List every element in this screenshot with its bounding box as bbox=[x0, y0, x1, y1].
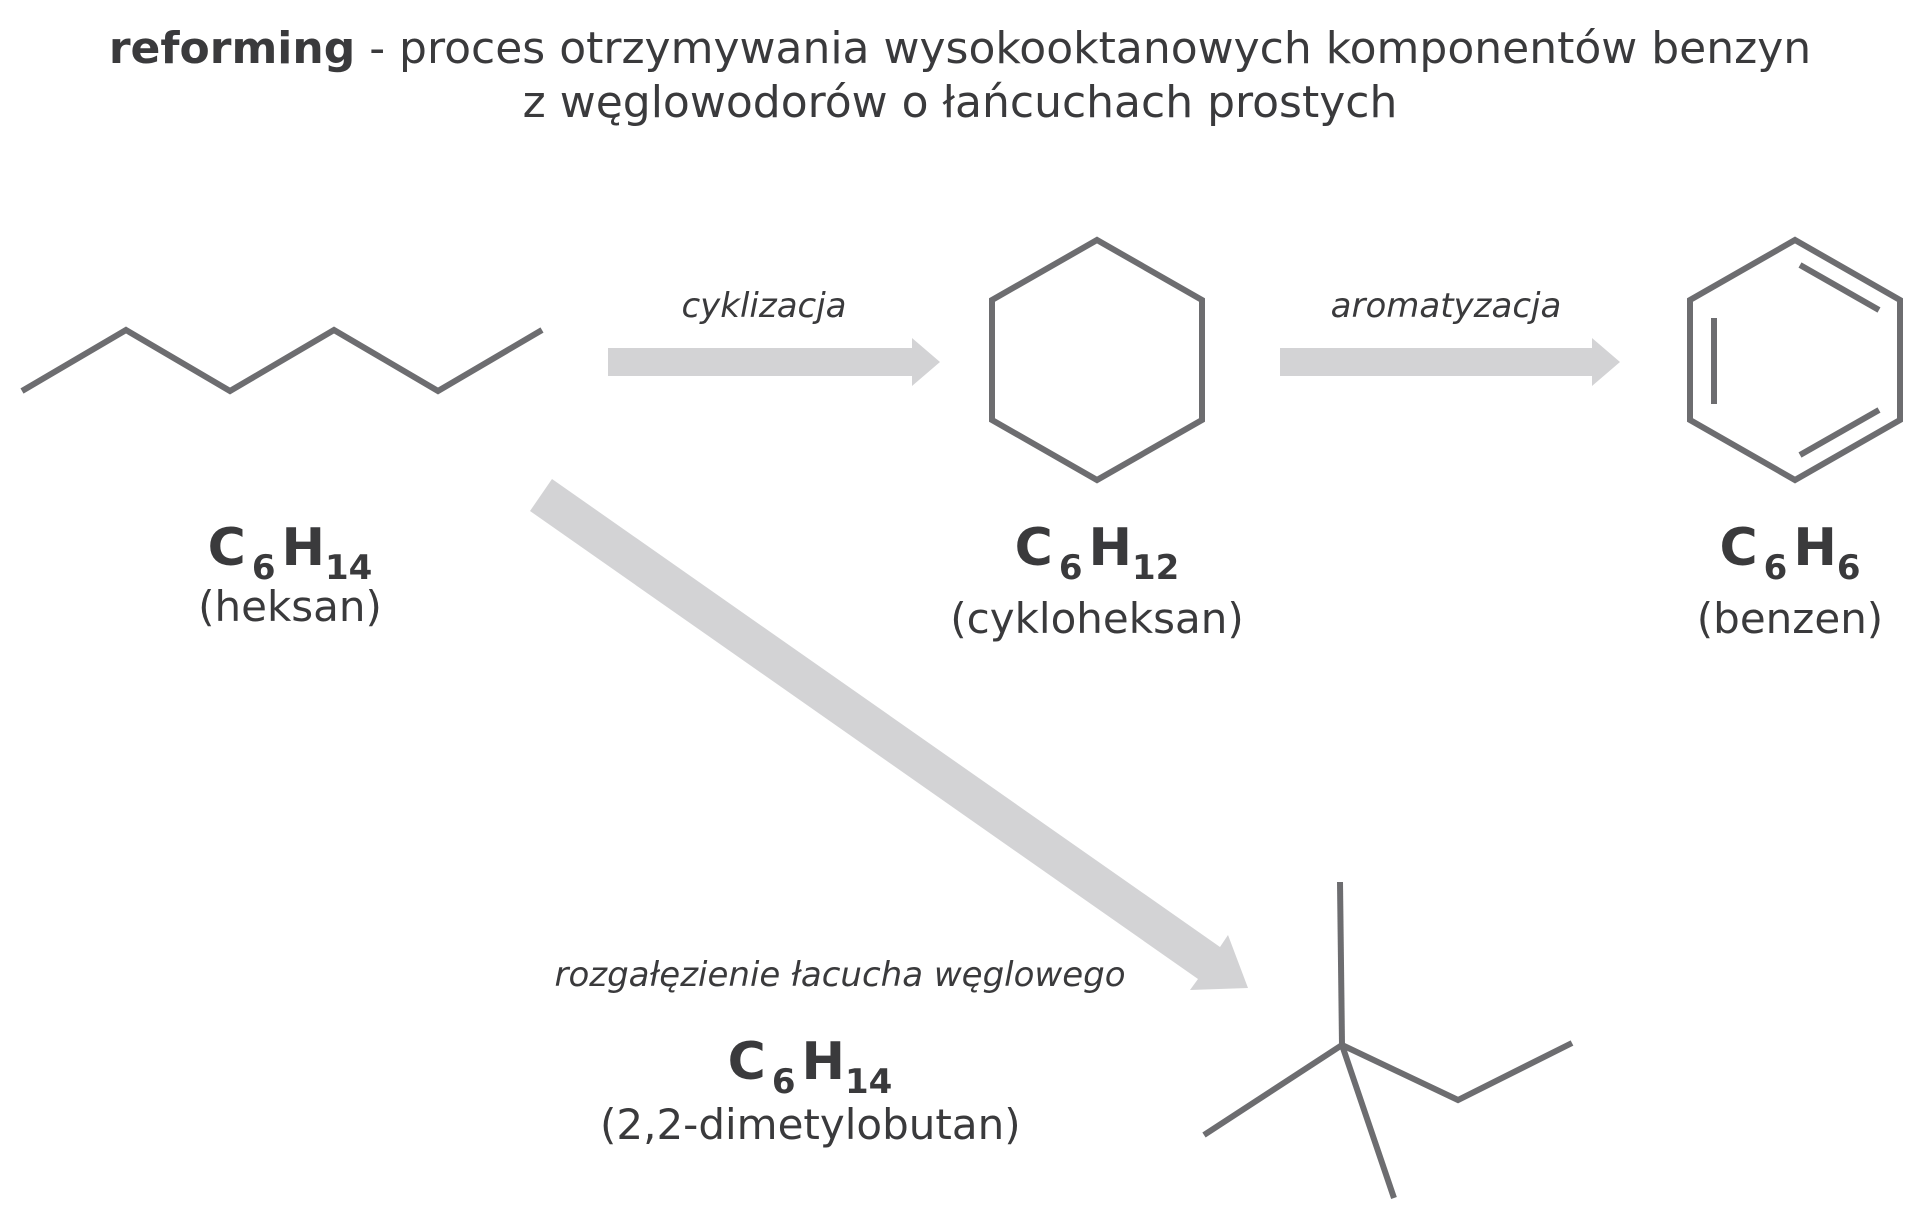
hexane-name: (heksan) bbox=[198, 582, 382, 631]
arrow-branching bbox=[530, 479, 1248, 990]
dimethylbutane-bond-up bbox=[1337, 881, 1345, 1046]
label-aromatization: aromatyzacja bbox=[1330, 286, 1562, 326]
formula-c-subscript: 6 bbox=[1058, 548, 1083, 588]
formula-c-subscript: 6 bbox=[771, 1062, 796, 1102]
dimethylbutane-name: (2,2-dimetylobutan) bbox=[600, 1100, 1021, 1149]
label-branching: rozgałęzienie łacucha węglowego bbox=[554, 955, 1126, 995]
dimethylbutane-bond-left bbox=[1202, 1042, 1344, 1138]
formula-c: C bbox=[727, 1032, 766, 1092]
hexane-chain bbox=[20, 326, 544, 395]
benzene-structure bbox=[1687, 236, 1903, 484]
formula-c-subscript: 6 bbox=[251, 548, 276, 588]
dimethylbutane-ethyl bbox=[1340, 1040, 1574, 1104]
formula-c: C bbox=[1719, 518, 1758, 578]
formula-c: C bbox=[207, 518, 246, 578]
dimethylbutane-bond-down bbox=[1339, 1044, 1397, 1199]
formula-h-subscript: 6 bbox=[1836, 548, 1861, 588]
formula-h-subscript: 14 bbox=[845, 1062, 893, 1102]
page-title-line1: reforming - proces otrzymywania wysokook… bbox=[0, 22, 1920, 76]
formula-h-subscript: 12 bbox=[1132, 548, 1180, 588]
formula-h: H bbox=[1088, 518, 1133, 578]
formula-c-subscript: 6 bbox=[1763, 548, 1788, 588]
benzene-name: (benzen) bbox=[1696, 594, 1884, 643]
title-bold: reforming bbox=[108, 23, 356, 74]
benzene-double-bond-3 bbox=[1798, 407, 1881, 458]
formula-h: H bbox=[1793, 518, 1837, 578]
arrow-cyclization bbox=[608, 338, 940, 386]
cyclohexane-name: (cykloheksan) bbox=[950, 594, 1244, 643]
label-cyclization: cyklizacja bbox=[681, 286, 847, 326]
benzene-double-bond-1 bbox=[1798, 262, 1881, 313]
dimethylbutane-structure bbox=[1202, 881, 1574, 1199]
hexane-structure bbox=[20, 326, 544, 395]
cyclohexane-ring bbox=[989, 236, 1205, 484]
arrows bbox=[530, 338, 1620, 990]
page-title-line2: z węglowodorów o łańcuchach prostych bbox=[522, 77, 1398, 128]
cyclohexane-structure bbox=[989, 236, 1205, 484]
title-rest: - proces otrzymywania wysokooktanowych k… bbox=[355, 23, 1812, 74]
arrow-aromatization bbox=[1280, 338, 1620, 386]
formula-h: H bbox=[801, 1032, 846, 1092]
formula-c: C bbox=[1014, 518, 1053, 578]
formula-h: H bbox=[281, 518, 326, 578]
benzene-ring bbox=[1687, 236, 1903, 484]
formula-h-subscript: 14 bbox=[325, 548, 373, 588]
